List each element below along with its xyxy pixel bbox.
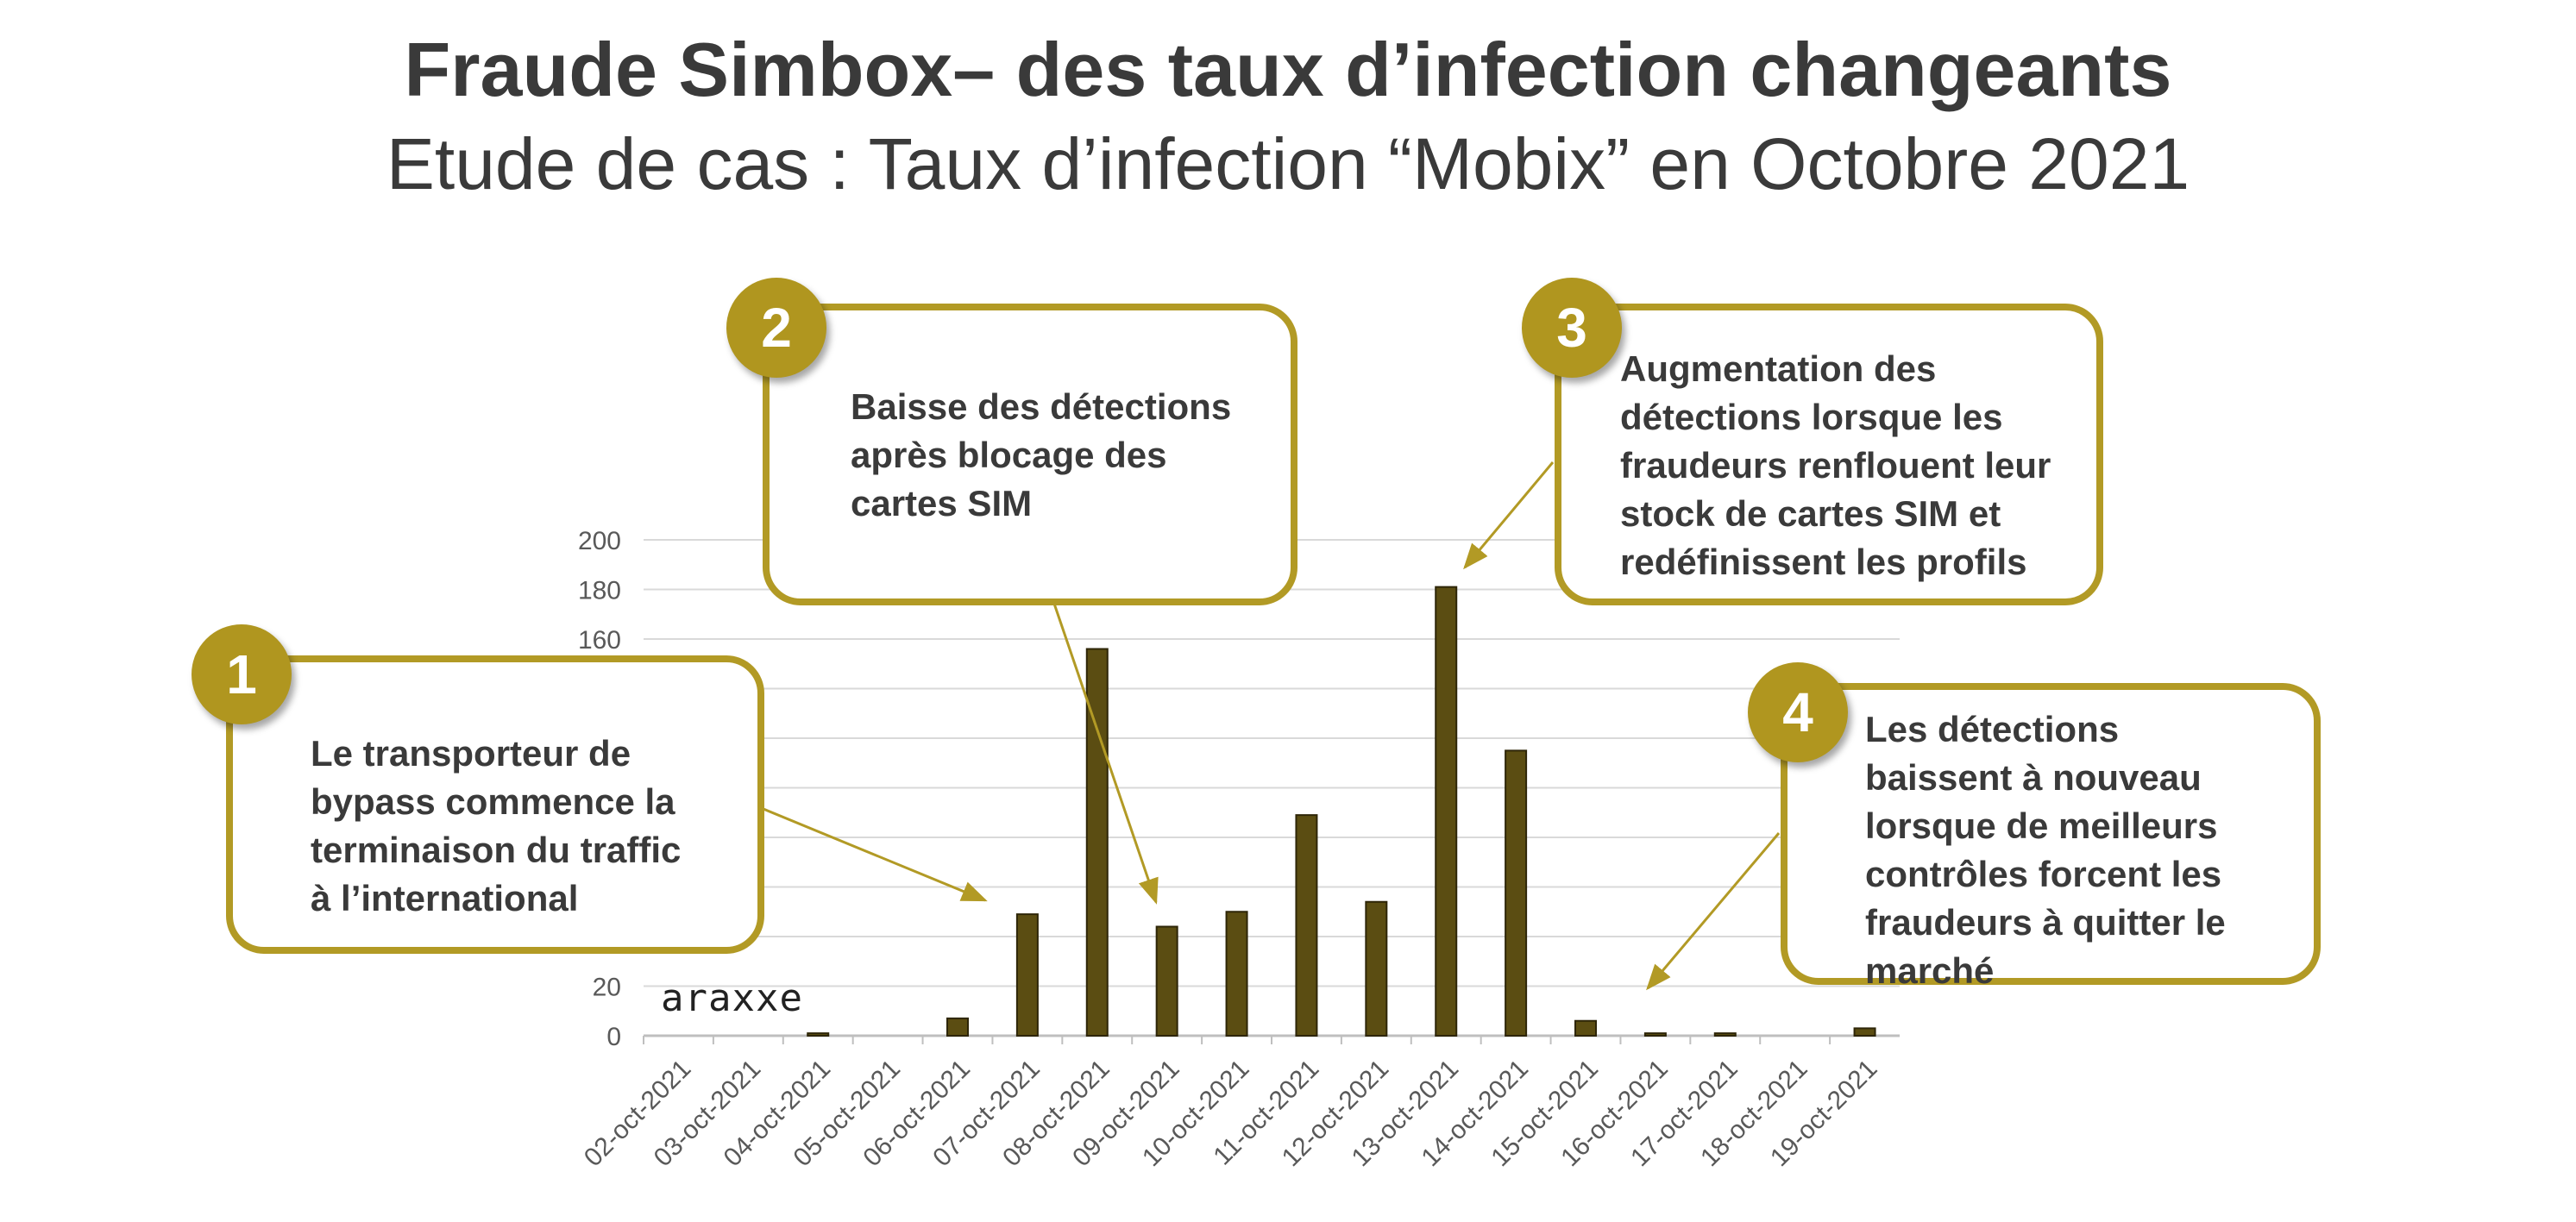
bar [1435,586,1458,1037]
bar [1713,1032,1737,1037]
callout-1: Le transporteur de bypass commence la te… [226,655,764,954]
y-tick-label: 180 [578,577,621,605]
callout-2-line: Baisse des détections [851,386,1232,427]
callout-2: Baisse des détections après blocage des … [763,304,1297,605]
callout-1-line: terminaison du traffic [311,830,682,870]
bar [1155,925,1178,1037]
callout-1-badge: 1 [192,624,292,724]
y-tick-label: 160 [578,626,621,655]
callout-1-line: Le transporteur de [311,733,631,774]
callout-3: Augmentation des détections lorsque les … [1555,304,2103,605]
callout-4: Les détections baissent à nouveau lorsqu… [1781,683,2321,991]
callout-3-arrow [1463,461,1555,570]
callout-2-line: après blocage des [851,435,1167,475]
callout-2-badge: 2 [726,278,826,378]
callout-3-line: redéfinissent les profils [1620,542,2027,582]
callout-1-line: à l’international [311,878,579,918]
callout-4-arrow [1646,832,1781,991]
callout-4-badge: 4 [1748,662,1848,762]
callout-3-line: stock de cartes SIM et [1620,493,2001,534]
callout-2-arrow [1052,603,1159,905]
callout-3-line: fraudeurs renflouent leur [1620,445,2051,486]
callout-3-badge: 3 [1522,278,1622,378]
bar [1574,1019,1597,1037]
callout-1-line: bypass commence la [311,781,675,822]
bar [1085,648,1109,1037]
callout-3-line: Augmentation des [1620,348,1937,389]
bar [1015,913,1039,1037]
bar [1295,814,1318,1037]
callout-4-line: Les détections [1865,709,2120,749]
callout-4-line: lorsque de meilleurs [1865,805,2218,846]
bar [1365,900,1388,1037]
y-tick-label: 200 [578,527,621,555]
y-tick-label: 0 [606,1023,621,1051]
bar [807,1032,830,1037]
callout-4-line: baissent à nouveau [1865,757,2202,798]
bar [946,1017,969,1037]
callout-4-line: contrôles forcent les [1865,854,2222,894]
page-title: Fraude Simbox– des taux d’infection chan… [404,27,2172,112]
callout-2-line: cartes SIM [851,483,1033,523]
y-tick-label: 20 [593,974,621,1002]
bar [1225,911,1248,1037]
callout-4-line: marché [1865,950,1995,991]
bar [1505,749,1528,1037]
page-subtitle: Etude de cas : Taux d’infection “Mobix” … [386,123,2190,204]
bar [1643,1032,1667,1037]
callout-1-arrow [758,805,988,902]
araxxe-logo: araxxe [661,976,803,1020]
callout-4-line: fraudeurs à quitter le [1865,902,2226,943]
callout-3-line: détections lorsque les [1620,397,2003,437]
bar [1853,1027,1876,1037]
